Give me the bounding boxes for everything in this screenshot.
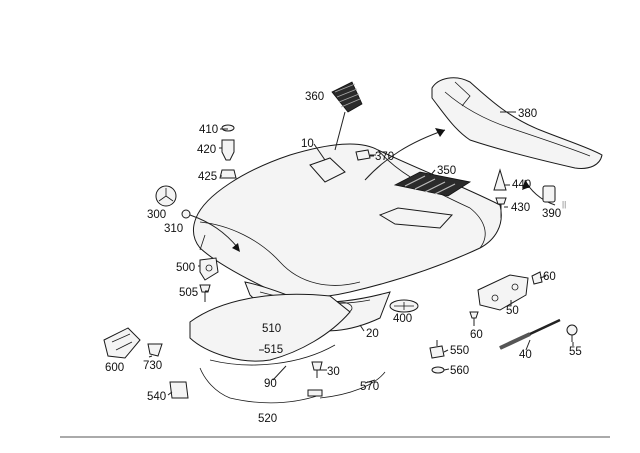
label-515: 515 [264, 344, 283, 356]
label-310: 310 [164, 223, 183, 235]
label-60a: 60 [543, 271, 556, 283]
clip-part-560 [431, 366, 445, 374]
label-425: 425 [198, 171, 217, 183]
arrow-to-cowl [364, 128, 446, 181]
parts-410-420-425 [219, 124, 237, 179]
clip-part-390 [542, 185, 556, 203]
label-550: 550 [450, 345, 469, 357]
label-520: 520 [258, 413, 277, 425]
part-730 [147, 343, 163, 357]
screw-part-505 [199, 284, 211, 302]
arrow-to-clip-440 [522, 179, 556, 206]
clip-part-550 [429, 340, 445, 359]
gas-strut-part-40 [499, 318, 561, 350]
clip-part-440 [493, 168, 507, 191]
label-55: 55 [569, 346, 582, 358]
cable-part-520 [199, 367, 323, 404]
label-10: 10 [301, 138, 314, 150]
leader-lines [148, 111, 574, 396]
label-90: 90 [264, 378, 277, 390]
label-430: 430 [511, 202, 530, 214]
air-intake-part-360 [309, 81, 363, 183]
label-570: 570 [360, 381, 379, 393]
label-400: 400 [393, 313, 412, 325]
label-500: 500 [176, 262, 195, 274]
label-380: 380 [518, 108, 537, 120]
label-20: 20 [366, 328, 379, 340]
insulation-part-90 [189, 293, 351, 362]
label-410: 410 [199, 124, 218, 136]
label-390-suffix: || [562, 200, 566, 209]
label-505: 505 [179, 287, 198, 299]
label-30: 30 [327, 366, 340, 378]
label-370: 370 [375, 151, 394, 163]
screw-part-370 [355, 149, 376, 161]
label-60b: 60 [470, 329, 483, 341]
label-730: 730 [143, 360, 162, 372]
screw-part-430 [495, 197, 507, 218]
label-360: 360 [305, 91, 324, 103]
label-350: 350 [437, 165, 456, 177]
label-560: 560 [450, 365, 469, 377]
label-540: 540 [147, 391, 166, 403]
part-540 [169, 381, 189, 399]
label-510: 510 [262, 323, 281, 335]
lock-part-600 [103, 327, 141, 359]
seal-strip-90 [209, 344, 336, 366]
clip-part-30 [311, 361, 323, 378]
label-390: 390 [542, 208, 561, 220]
cowl-panel-part-380 [431, 77, 603, 169]
bolt-part-60b [469, 311, 479, 326]
arrow-to-hood-emblem [189, 214, 240, 252]
bolt-part-60a [531, 271, 543, 285]
hinge-part-50 [477, 274, 529, 311]
clip-part-310 [181, 209, 191, 219]
label-420: 420 [197, 144, 216, 156]
label-300: 300 [147, 209, 166, 221]
emblem-part-400 [389, 299, 419, 313]
label-50: 50 [506, 305, 519, 317]
emblem-part-300 [155, 185, 177, 207]
cable-part-570 [319, 371, 386, 399]
grille-part-350 [378, 171, 472, 229]
label-440: 440 [512, 179, 531, 191]
latch-part-500 [199, 257, 219, 281]
ball-stud-part-55 [566, 324, 578, 342]
label-600: 600 [105, 362, 124, 374]
label-40: 40 [519, 349, 532, 361]
